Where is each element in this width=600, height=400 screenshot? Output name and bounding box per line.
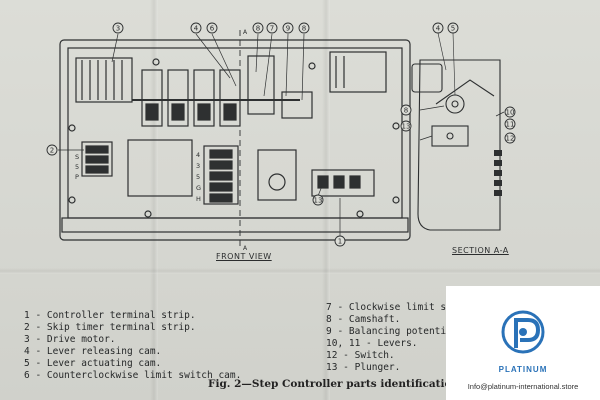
section-housing xyxy=(417,59,501,231)
terminal-number: 5 xyxy=(196,173,200,181)
potentiometer xyxy=(281,91,313,119)
callout-4: 4 xyxy=(194,25,199,33)
callout-3: 3 xyxy=(116,25,120,33)
switch-block xyxy=(311,169,375,197)
platinum-logo-icon xyxy=(501,310,545,354)
legend-right: 7 - Clockwise limit swit 8 - Camshaft. 9… xyxy=(326,302,448,374)
watermark-logo: PLATINUM Info@platinum-international.sto… xyxy=(446,286,600,400)
callout-2: 2 xyxy=(50,147,54,155)
front-view-diagram: 3 4 6 8 7 9 8 2 1 13 A A S 5 P 4 3 5 G H xyxy=(46,22,411,252)
legend-item: 8 - Camshaft. xyxy=(326,314,401,325)
callout-13: 13 xyxy=(314,197,323,205)
callout-12-section: 12 xyxy=(506,135,515,143)
terminal-number: 4 xyxy=(196,151,200,159)
terminal-letter: 5 xyxy=(75,163,79,171)
terminal-letter: S xyxy=(75,153,79,161)
limit-switch-block xyxy=(247,55,275,115)
legend-item: 3 - Drive motor. xyxy=(24,334,116,345)
controller-terminal-strip xyxy=(203,145,239,205)
section-view-diagram: 4 5 8 13 10 11 12 xyxy=(400,22,516,231)
transformer xyxy=(127,139,193,197)
callout-1: 1 xyxy=(338,238,342,246)
legend-item: 5 - Lever actuating cam. xyxy=(24,358,162,369)
callout-5-section: 5 xyxy=(451,25,455,33)
housing-outline xyxy=(59,39,411,241)
cam-switch xyxy=(141,69,163,127)
terminal-letter: P xyxy=(75,173,79,181)
callout-8: 8 xyxy=(256,25,260,33)
watermark-brand: PLATINUM xyxy=(498,365,548,374)
bottom-rail xyxy=(61,217,409,233)
legend-item: 4 - Lever releasing cam. xyxy=(24,346,162,357)
cam-switch xyxy=(193,69,215,127)
callout-13-section: 13 xyxy=(402,123,411,131)
drive-motor xyxy=(75,57,133,103)
legend-item: 1 - Controller terminal strip. xyxy=(24,310,196,321)
legend-item: 2 - Skip timer terminal strip. xyxy=(24,322,196,333)
legend-item: 9 - Balancing potentiome xyxy=(326,326,448,337)
callout-8b: 8 xyxy=(302,25,306,33)
terminal-number: G xyxy=(196,184,201,192)
callout-9: 9 xyxy=(286,25,290,33)
figure-caption: Fig. 2—Step Controller parts identificat… xyxy=(208,378,463,390)
legend-item: 6 - Counterclockwise limit switch cam. xyxy=(24,370,242,381)
callout-10-section: 10 xyxy=(506,109,515,117)
callout-11-section: 11 xyxy=(506,121,515,129)
callout-8-section: 8 xyxy=(404,107,408,115)
section-marker-bottom: A xyxy=(243,245,248,252)
lever-pivot xyxy=(445,94,465,114)
paper-fold xyxy=(0,268,600,274)
legend-item: 7 - Clockwise limit swit xyxy=(326,302,448,313)
lever-assembly xyxy=(257,149,297,201)
legend-item: 10, 11 - Levers. xyxy=(326,338,418,349)
cam-switch xyxy=(219,69,241,127)
paper-fold xyxy=(322,0,330,400)
switch-body xyxy=(431,125,469,147)
front-view-label: FRONT VIEW xyxy=(216,252,272,261)
lever-arm xyxy=(435,79,495,105)
paper-fold xyxy=(150,0,158,400)
callout-7: 7 xyxy=(270,25,274,33)
legend-left: 1 - Controller terminal strip. 2 - Skip … xyxy=(24,310,241,382)
callout-4-section: 4 xyxy=(436,25,441,33)
skip-timer-terminal-strip xyxy=(81,141,113,177)
section-marker-top: A xyxy=(243,29,248,36)
terminal-number: 3 xyxy=(196,162,200,170)
callout-6: 6 xyxy=(210,25,215,33)
legend-item: 12 - Switch. xyxy=(326,350,395,361)
legend-item: 13 - Plunger. xyxy=(326,362,401,373)
terminal-number: H xyxy=(196,195,201,203)
watermark-email: Info@platinum-international.store xyxy=(467,382,579,391)
mounting-bracket xyxy=(411,63,443,93)
cam-switch xyxy=(167,69,189,127)
balancing-unit xyxy=(329,51,387,93)
section-view-label: SECTION A-A xyxy=(452,246,509,255)
